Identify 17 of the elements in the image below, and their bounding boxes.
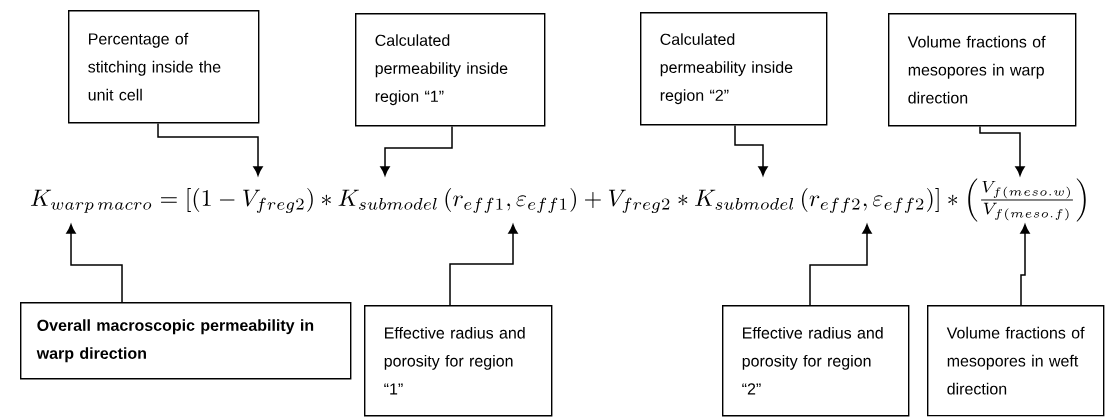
leader-arrow	[449, 224, 518, 306]
text-box: Effective radius and porosity for region “2”	[722, 305, 910, 417]
text-box: Effective radius and porosity for region “1”	[364, 305, 553, 417]
text-box: Overall macroscopic permeability in warp direction	[20, 302, 352, 380]
leader-arrow	[734, 124, 768, 176]
formula: $K_{warp\,macro} = \left[\left(1 - V_{freg2}\right) * K_{submodel}\left(r_{eff1}, \varepsilon_{eff1}\right) + V_{freg2} * K_{submodel}\left(r_{eff2}, \varepsilon_{eff2}\right)\right] * \left(\frac{V_{f(meso.w)}}{V_{f(meso.f)}}\right)$	[30, 178, 1086, 222]
text-box: Calculated permeability inside region “2”	[640, 12, 828, 126]
leader-arrow	[380, 125, 453, 176]
text-box: Volume fractions of mesopores in warp direction	[888, 13, 1077, 127]
leader-arrow	[979, 125, 1025, 176]
leader-arrow	[66, 224, 123, 303]
text-box: Calculated permeability inside region “1”	[355, 13, 546, 127]
leader-arrow	[157, 122, 263, 176]
text-box: Percentage of stitching inside the unit cell	[68, 10, 260, 124]
leader-arrow	[809, 224, 872, 306]
leader-arrow	[1020, 224, 1030, 306]
text-box: Volume fractions of mesopores in weft direction	[927, 305, 1105, 417]
